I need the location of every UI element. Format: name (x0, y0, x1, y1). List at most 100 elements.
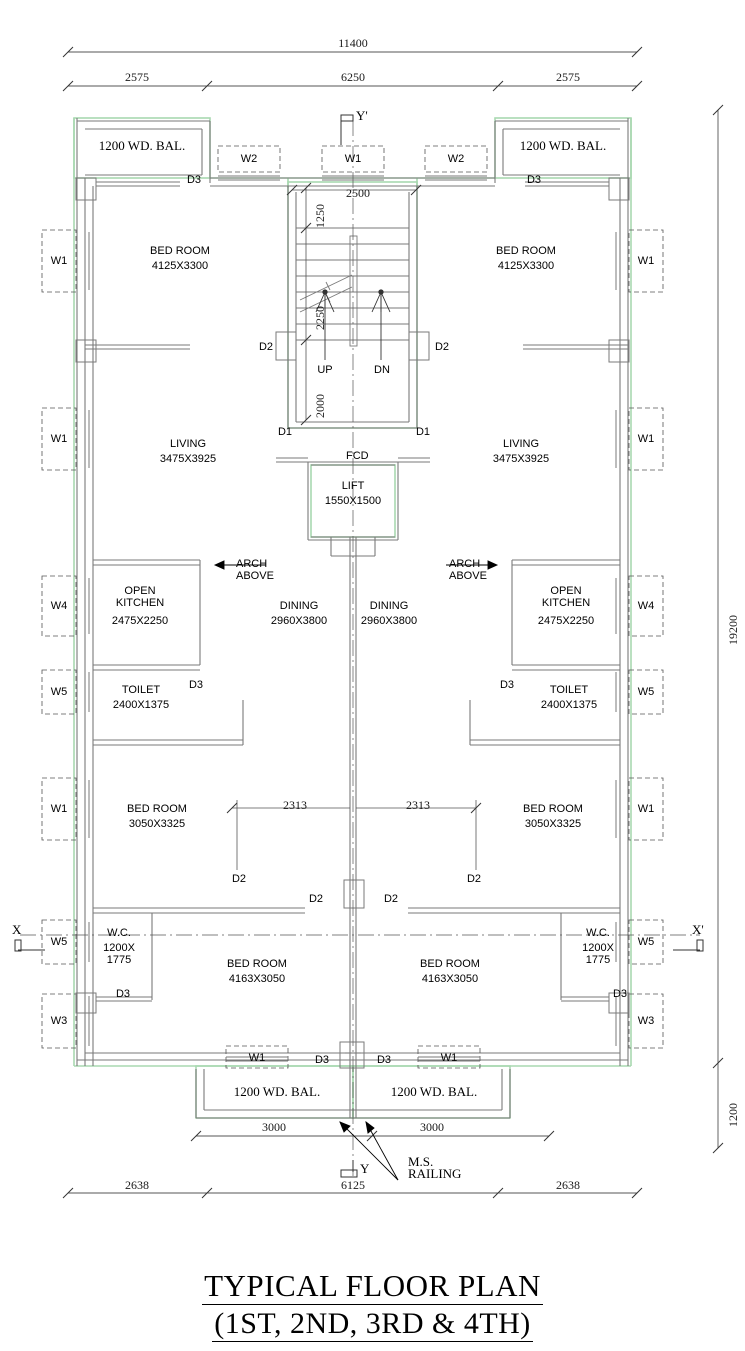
window-tag-right-4: W5 (637, 686, 655, 698)
staircase (296, 227, 409, 347)
dimension-balcony-right: 3000 (420, 1120, 444, 1134)
annotation-arch-above-left: ARCH ABOVE (236, 558, 274, 582)
door-tag-bed2-right: D2 (383, 893, 399, 905)
dimension-lines-top (62, 46, 643, 92)
door-tag-stair-right: D2 (434, 341, 450, 353)
section-mark-x-right: X' (692, 922, 704, 937)
windows-right (615, 232, 621, 1046)
room-label-wc-left: W.C. (107, 927, 131, 939)
annotation-fcd: FCD (346, 450, 369, 462)
window-tag-left-2: W1 (50, 433, 68, 445)
room-label-kitchen-left: OPEN KITCHEN (115, 585, 165, 609)
balcony-top-right-label: 1200 WD. BAL. (519, 138, 607, 153)
windows-left (84, 232, 90, 1046)
dimension-offset-right: 2313 (406, 798, 430, 812)
room-size-bedroom-2-right: 3050X3325 (524, 818, 582, 830)
room-size-toilet-right: 2400X1375 (540, 699, 598, 711)
dimension-stair-flight-1: 1250 (313, 204, 327, 228)
room-label-lift: LIFT (341, 480, 365, 492)
room-label-bedroom-3-right: BED ROOM (420, 958, 480, 970)
dimension-bottom-seg-1: 2638 (125, 1178, 149, 1192)
dimension-bottom-seg-3: 2638 (556, 1178, 580, 1192)
dimension-stair-width: 2500 (346, 186, 370, 200)
dimension-right-bottom: 1200 (726, 1103, 740, 1127)
door-tag-entry-left: D1 (277, 426, 293, 438)
centerlines (20, 120, 700, 1180)
dimension-top-overall: 11400 (338, 36, 368, 50)
dimension-stair-flight-2: 2250 (313, 306, 327, 330)
door-tag-bed-left: D2 (231, 873, 247, 885)
window-tag-top-2: W1 (344, 153, 362, 165)
room-size-lift: 1550X1500 (324, 495, 382, 507)
dimension-offset-left: 2313 (283, 798, 307, 812)
dimension-lines-bottom (62, 1130, 643, 1199)
dimension-top-seg-1: 2575 (125, 70, 149, 84)
window-tag-right-2: W1 (637, 433, 655, 445)
room-label-bedroom-1-right: BED ROOM (496, 245, 556, 257)
room-label-bedroom-1-left: BED ROOM (150, 245, 210, 257)
dimension-bottom-seg-2: 6125 (341, 1178, 365, 1192)
section-mark-x-left: X (12, 922, 22, 937)
window-tag-left-1: W1 (50, 255, 68, 267)
annotation-stair-up: UP (317, 364, 333, 376)
door-tag-bed-right: D2 (466, 873, 482, 885)
window-tag-bottom-1: W1 (248, 1052, 266, 1064)
annotation-ms-railing: M.S. RAILING (408, 1154, 462, 1181)
dimension-top-seg-3: 2575 (556, 70, 580, 84)
annotation-stair-dn: DN (374, 364, 390, 376)
door-tag-stair-left: D2 (258, 341, 274, 353)
window-tag-bottom-2: W1 (440, 1052, 458, 1064)
room-label-dining-left: DINING (279, 600, 319, 612)
callout-leaders (213, 560, 499, 1181)
window-tag-left-7: W3 (50, 1015, 68, 1027)
room-label-wc-right: W.C. (586, 927, 610, 939)
window-tag-top-3: W2 (447, 153, 465, 165)
room-label-bedroom-3-left: BED ROOM (227, 958, 287, 970)
window-tag-right-5: W1 (637, 803, 655, 815)
window-tag-top-1: W2 (240, 153, 258, 165)
room-label-toilet-right: TOILET (549, 684, 589, 696)
room-size-wc-left: 1200X 1775 (103, 942, 135, 966)
window-tag-right-1: W1 (637, 255, 655, 267)
title-line-1: TYPICAL FLOOR PLAN (202, 1268, 543, 1305)
annotation-arch-above-right: ARCH ABOVE (449, 558, 487, 582)
room-label-dining-right: DINING (369, 600, 409, 612)
dimension-lines-right (712, 104, 724, 1154)
room-size-bedroom-1-left: 4125X3300 (151, 260, 209, 272)
room-size-toilet-left: 2400X1375 (112, 699, 170, 711)
doors (75, 177, 630, 1069)
room-size-bedroom-3-right: 4163X3050 (421, 973, 479, 985)
section-mark-y-top: Y' (356, 108, 368, 123)
dimension-top-seg-2: 6250 (341, 70, 365, 84)
room-label-bedroom-2-left: BED ROOM (127, 803, 187, 815)
drawing-title: TYPICAL FLOOR PLAN (1ST, 2ND, 3RD & 4TH) (0, 1268, 745, 1342)
window-tag-left-4: W5 (50, 686, 68, 698)
window-tag-right-7: W3 (637, 1015, 655, 1027)
door-tag-bal-right: D3 (376, 1054, 392, 1066)
door-tag-top-right: D3 (526, 174, 542, 186)
stair-direction-arrows (315, 289, 391, 360)
door-tag-wc-left: D3 (115, 988, 131, 1000)
door-tag-bal-left: D3 (314, 1054, 330, 1066)
section-markers (14, 114, 704, 1178)
title-line-2: (1ST, 2ND, 3RD & 4TH) (212, 1307, 533, 1342)
room-label-bedroom-2-right: BED ROOM (523, 803, 583, 815)
balcony-bottom-left-label: 1200 WD. BAL. (233, 1084, 321, 1099)
window-tag-left-6: W5 (50, 936, 68, 948)
stair-dimensions (286, 182, 422, 426)
dimension-right-overall: 19200 (726, 615, 740, 645)
room-size-living-left: 3475X3925 (159, 453, 217, 465)
balcony-bottom-right-label: 1200 WD. BAL. (390, 1084, 478, 1099)
door-tag-toilet-left: D3 (188, 679, 204, 691)
window-tag-right-6: W5 (637, 936, 655, 948)
room-label-kitchen-right: OPEN KITCHEN (541, 585, 591, 609)
room-size-bedroom-2-left: 3050X3325 (128, 818, 186, 830)
balcony-top-left-label: 1200 WD. BAL. (98, 138, 186, 153)
room-label-living-right: LIVING (502, 438, 540, 450)
window-glass (218, 175, 487, 1062)
room-size-kitchen-left: 2475X2250 (111, 615, 169, 627)
room-label-living-left: LIVING (169, 438, 207, 450)
room-size-living-right: 3475X3925 (492, 453, 550, 465)
